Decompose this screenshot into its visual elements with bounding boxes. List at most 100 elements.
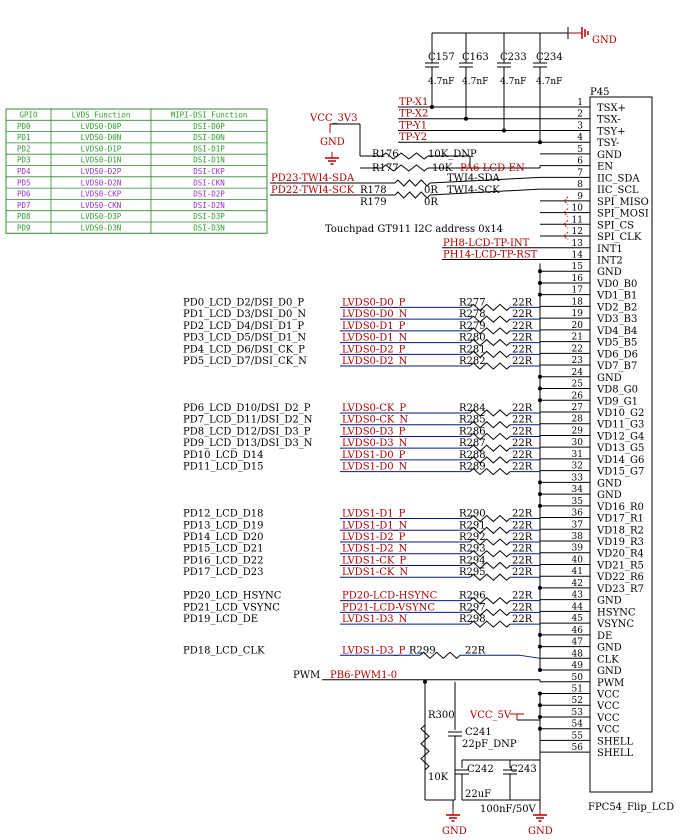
signal-left-19: PD1_LCD_D3/DSI_D0_N [183,309,306,320]
signal-ref-40: R294 [459,555,486,566]
pin-number: 40 [572,555,584,565]
pin-number: 20 [572,321,584,331]
signal-net-44: PD21-LCD-VSYNC [342,602,435,613]
pin-number: 36 [572,509,584,519]
gpio-table [5,108,268,234]
twi-net-0: PD23-TWI4-SDA [271,173,355,184]
signal-ref-22: R281 [459,344,486,355]
table-lvds-9: LVDS0-D3N [81,224,122,233]
connector-ref: P45 [590,87,609,98]
touch-note: Touchpad GT911 I2C address 0x14 [325,224,503,235]
signal-resistor-18 [469,303,511,312]
signal-left-30: PD9_LCD_D13/DSI_D3_N [183,438,313,449]
c242-ref: C242 [467,764,494,775]
pin-name-25: VD8_G0 [596,385,638,396]
junction-dot [538,492,542,497]
table-gpio-0: PD0 [17,122,31,131]
signal-val-41: 22R [512,567,533,578]
pin-name-21: VD5_B5 [596,338,637,349]
pin-name-31: VD14_G6 [596,455,644,466]
touch-net-4: TP-Y2 [399,132,427,143]
table-lvds-1: LVDS0-D0N [81,133,122,142]
pin-name-27: VD10_G2 [596,408,644,419]
pin-number: 47 [572,638,584,648]
signal-left-31: PD10_LCD_D14 [183,450,264,461]
pin-name-37: VD18_R2 [596,525,644,536]
nc-marker [563,196,569,206]
pin-number: 18 [572,297,584,307]
signal-ref-41: R295 [459,567,486,578]
signal-ref-31: R288 [459,450,486,461]
junction-dot [538,632,542,637]
signal-left-45: PD19_LCD_DE [183,614,258,625]
wires [6,27,590,815]
signal-val-40: 22R [512,555,533,566]
table-gpio-1: PD1 [17,133,31,142]
signal-val-21: 22R [512,333,533,344]
pin-name-51: VCC [596,690,620,701]
cap-ref: C233 [500,52,527,63]
pa6-net: PA6-LCD-EN [460,163,525,174]
pin-number: 7 [577,168,583,178]
r300-val: 10K [428,772,449,783]
signal-net-28: LVDS0-CK_N [342,415,408,426]
junction-dot [538,140,542,145]
pin-number: 33 [572,473,584,483]
signal-val-20: 22R [512,321,533,332]
table-gpio-7: PD7 [17,201,31,210]
pin-number: 11 [572,215,583,225]
signal-resistor-19 [469,315,511,323]
pin-name-44: HSYNC [597,607,636,618]
cap-ref: C163 [462,52,489,63]
twi-val-1: 0R [424,197,438,208]
int-net-13: PH8-LCD-TP-INT [443,238,530,249]
pin-number: 25 [572,380,584,390]
signal-ref-44: R297 [459,602,486,613]
signal-val-44: 22R [512,602,533,613]
pin-number: 49 [572,661,584,671]
junction-dot [538,691,542,696]
table-header-2: MIPI-DSI_Function [171,111,248,120]
junction-dot [538,726,542,731]
pin-name-39: VD20_R4 [596,549,644,560]
table-dsi-5: DSI-CKN [193,178,225,187]
signal-net-43: PD20-LCD-HSYNC [342,591,438,602]
pin-name-23: VD7_B7 [596,361,637,372]
table-lvds-8: LVDS0-D3P [81,212,122,221]
pin-name-26: VD9_G1 [596,396,638,407]
signal-left-21: PD3_LCD_D5/DSI_D1_N [183,333,306,344]
signal-left-39: PD15_LCD_D21 [183,544,264,555]
signal-net-22: LVDS0-D2_P [342,344,406,355]
pin-number: 56 [572,743,584,753]
signal-ref-27: R284 [459,403,486,414]
nc-marker [563,231,569,241]
junction-dot [502,128,506,133]
pin-name-2: TSX- [597,115,621,126]
cap-val: 4.7nF [462,77,488,87]
signal-val-19: 22R [512,309,533,320]
clk-ref: R299 [409,645,436,656]
r176-ref: R176 [372,149,399,160]
junction-dot [538,703,542,708]
c242-val: 22uF [465,789,491,800]
signal-ref-30: R287 [459,438,486,449]
signal-net-37: LVDS1-D1_N [342,520,408,531]
junction-dot [538,269,542,274]
pin-name-46: DE [597,631,612,642]
nc-marker [563,208,569,217]
pin-number: 1 [577,98,583,108]
table-header-0: GPIO [19,111,38,120]
pin-number: 16 [572,274,584,284]
signal-resistor-31 [469,456,511,464]
pin-number: 12 [572,227,583,237]
signal-val-43: 22R [512,591,533,602]
signal-net-30: LVDS0-D3_N [342,438,408,449]
r176-resistor [381,152,429,160]
junction-dot [430,105,434,109]
signal-val-37: 22R [512,520,533,531]
pin-name-30: VD13_G5 [596,443,644,454]
twi-ref-0: R178 [360,185,387,196]
c241-ref: C241 [465,727,492,738]
pin-number: 22 [572,344,583,354]
gnd-label-2: GND [320,137,345,148]
